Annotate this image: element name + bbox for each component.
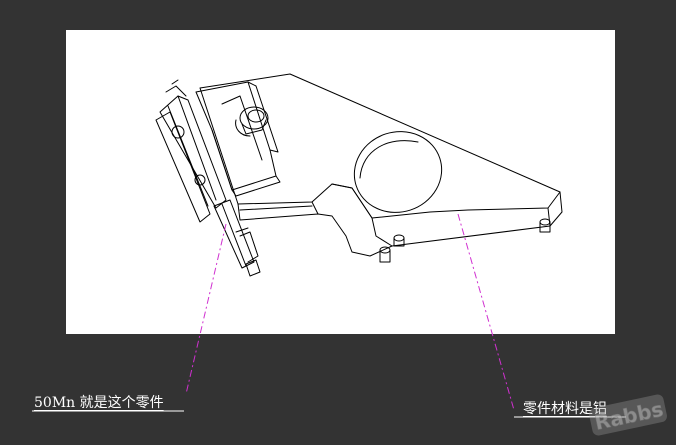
leader-line-left (185, 223, 227, 395)
bore-hole (353, 131, 443, 213)
slide-rail (159, 95, 227, 209)
watermark-logo: Rabbs (589, 394, 667, 436)
bracket-front-edge (237, 191, 563, 257)
plunger (213, 199, 255, 269)
annotation-left: 50Mn 就是这个零件 (34, 395, 164, 411)
drawing-sheet (66, 30, 615, 334)
pin-3 (539, 221, 551, 233)
pin-2 (393, 237, 405, 247)
pin-1 (379, 249, 391, 263)
bracket-top-face (199, 73, 561, 219)
leader-line-right (457, 213, 515, 411)
annotation-right: 零件材料是铝 (523, 401, 607, 417)
knob (239, 106, 269, 130)
